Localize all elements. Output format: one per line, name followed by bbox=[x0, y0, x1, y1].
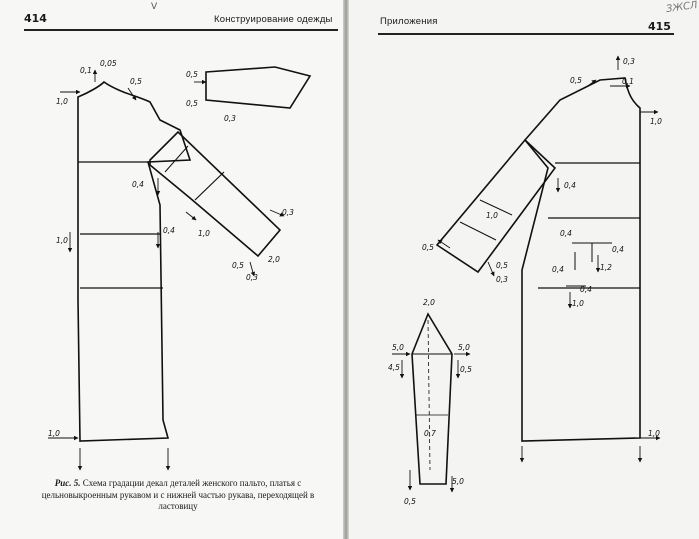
book-spine bbox=[343, 0, 349, 539]
label-gusset-c: 4,5 bbox=[388, 363, 400, 372]
figure-caption: Рис. 5. Схема градации декал деталей жен… bbox=[28, 478, 328, 513]
label-right-f: 1,0 bbox=[486, 211, 498, 220]
label-left-j: 1,0 bbox=[56, 236, 68, 245]
right-header-rule bbox=[378, 33, 674, 35]
left-running-header: Конструирование одежды bbox=[214, 14, 333, 25]
label-gusset-d: 5,0 bbox=[458, 343, 470, 352]
label-right-k: 0,4 bbox=[612, 245, 624, 254]
label-left-m: 2,0 bbox=[268, 255, 280, 264]
gusset-grading-values: 2,0 5,0 4,5 5,0 0,5 0,7 5,0 0,5 bbox=[388, 298, 472, 506]
label-right-g: 0,5 bbox=[422, 243, 434, 252]
label-gusset-h: 0,5 bbox=[404, 497, 416, 506]
gusset-pattern bbox=[411, 312, 453, 485]
gusset-grading-arrows bbox=[392, 351, 471, 493]
label-left-l: 0,3 bbox=[282, 208, 294, 217]
figure-caption-text: Схема градации декал деталей женского па… bbox=[41, 478, 315, 511]
label-left-b: 0,05 bbox=[100, 59, 117, 68]
right-grading-arrows bbox=[437, 55, 661, 463]
label-left-o: 0,3 bbox=[246, 273, 258, 282]
right-grading-values: 0,5 0,3 0,1 1,0 0,4 1,0 0,5 0,5 0,3 0,4 … bbox=[422, 57, 662, 438]
label-gusset-b: 5,0 bbox=[392, 343, 404, 352]
label-right-a: 0,5 bbox=[570, 76, 582, 85]
label-right-j: 0,4 bbox=[560, 229, 572, 238]
label-right-c: 0,1 bbox=[622, 77, 634, 86]
label-left-p: 1,0 bbox=[48, 429, 60, 438]
label-left-g: 0,3 bbox=[224, 114, 236, 123]
label-left-h: 0,4 bbox=[132, 180, 144, 189]
right-bodice-pattern bbox=[521, 77, 641, 442]
left-bodice-pattern bbox=[77, 80, 192, 442]
label-left-a: 0,1 bbox=[80, 66, 92, 75]
label-left-i: 0,4 bbox=[163, 226, 175, 235]
right-page-number: 415 bbox=[648, 20, 671, 33]
left-sleeve-pattern bbox=[149, 130, 282, 258]
label-gusset-g: 5,0 bbox=[452, 477, 464, 486]
left-grading-arrows bbox=[48, 69, 285, 471]
label-right-e: 0,4 bbox=[564, 181, 576, 190]
label-gusset-e: 0,5 bbox=[460, 365, 472, 374]
label-gusset-f: 0,7 bbox=[424, 429, 436, 438]
label-right-h: 0,5 bbox=[496, 261, 508, 270]
left-collar-pattern bbox=[205, 66, 312, 109]
label-right-p: 1,0 bbox=[648, 429, 660, 438]
label-right-l: 0,4 bbox=[552, 265, 564, 274]
label-right-o: 1,0 bbox=[572, 299, 584, 308]
label-right-d: 1,0 bbox=[650, 117, 662, 126]
label-left-f: 0,5 bbox=[186, 99, 198, 108]
right-running-header: Приложения bbox=[380, 16, 438, 27]
figure-label: Рис. 5. bbox=[54, 478, 81, 488]
left-grading-values: 0,1 0,05 0,5 1,0 0,5 0,5 0,3 0,4 0,4 1,0… bbox=[48, 59, 294, 438]
label-left-e: 0,5 bbox=[186, 70, 198, 79]
label-right-i: 0,3 bbox=[496, 275, 508, 284]
right-pocket-marks bbox=[566, 242, 612, 287]
label-left-c: 0,5 bbox=[130, 77, 142, 86]
label-right-m: 1,2 bbox=[600, 263, 612, 272]
left-page-number: 414 bbox=[24, 12, 47, 25]
left-header-rule bbox=[24, 29, 338, 31]
label-gusset-a: 2,0 bbox=[423, 298, 435, 307]
label-left-n: 0,5 bbox=[232, 261, 244, 270]
pencil-tick-mark: V bbox=[151, 2, 158, 12]
label-left-k: 1,0 bbox=[198, 229, 210, 238]
label-left-d: 1,0 bbox=[56, 97, 68, 106]
label-right-b: 0,3 bbox=[623, 57, 635, 66]
label-right-n: 0,4 bbox=[580, 285, 592, 294]
left-page bbox=[0, 0, 343, 539]
right-sleeve-pattern bbox=[435, 138, 557, 274]
